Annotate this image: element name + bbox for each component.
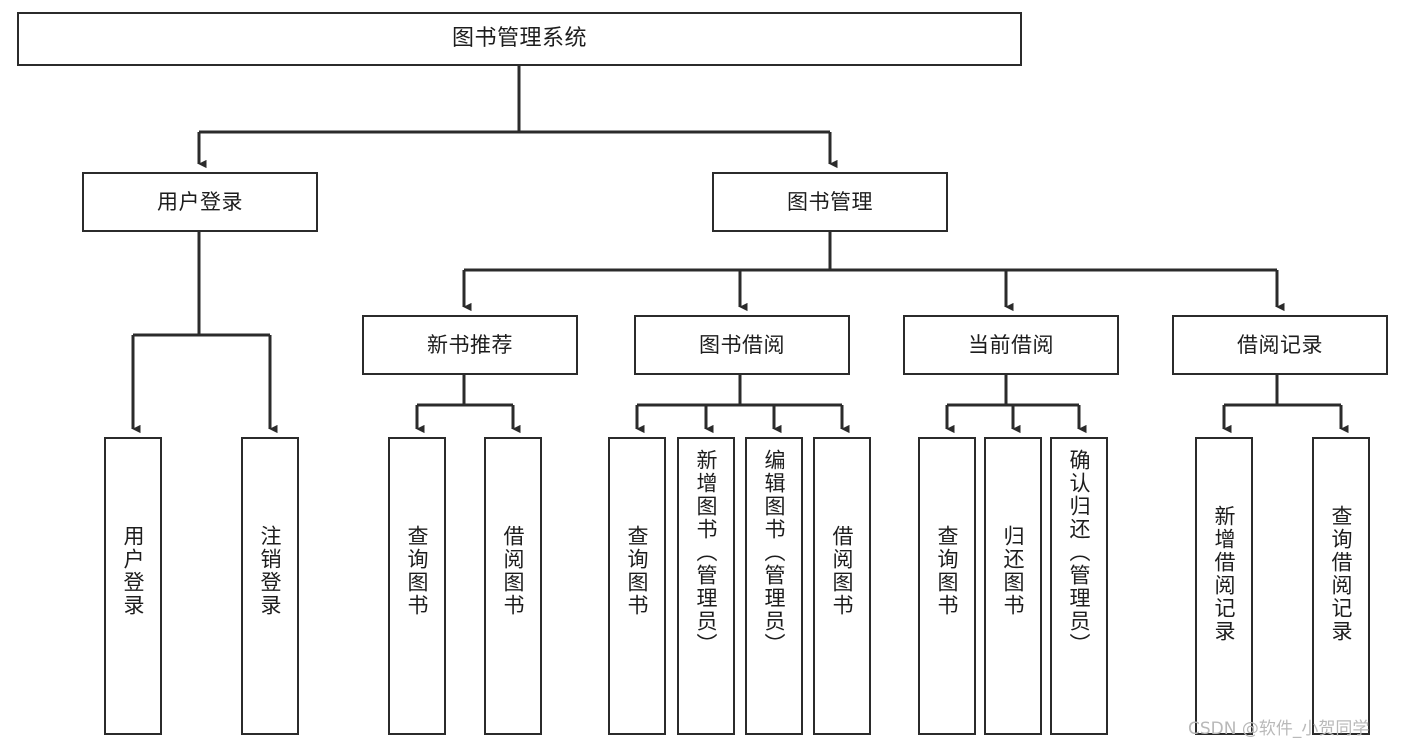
leaf-add-borrow-record[interactable]: 新增借阅记录 xyxy=(1195,437,1253,735)
node-label: 用户登录 xyxy=(121,525,146,617)
leaf-query-book-recommend[interactable]: 查询图书 xyxy=(388,437,446,735)
node-current-borrow[interactable]: 当前借阅 xyxy=(903,315,1119,375)
node-label: 新增借阅记录 xyxy=(1212,505,1237,643)
node-label: 用户登录 xyxy=(157,189,243,214)
node-label: 查询借阅记录 xyxy=(1329,505,1354,643)
node-label: 查询图书 xyxy=(625,525,650,617)
leaf-logout-login[interactable]: 注销登录 xyxy=(241,437,299,735)
node-label: 确认归还（管理员） xyxy=(1067,449,1092,656)
node-root-system[interactable]: 图书管理系统 xyxy=(17,12,1022,66)
leaf-query-borrow-record[interactable]: 查询借阅记录 xyxy=(1312,437,1370,735)
node-label: 查询图书 xyxy=(935,525,960,617)
node-label: 新增图书（管理员） xyxy=(694,449,719,656)
leaf-user-login[interactable]: 用户登录 xyxy=(104,437,162,735)
node-user-login[interactable]: 用户登录 xyxy=(82,172,318,232)
node-label: 图书管理系统 xyxy=(451,26,587,52)
node-new-book-recommend[interactable]: 新书推荐 xyxy=(362,315,578,375)
leaf-query-book-current[interactable]: 查询图书 xyxy=(918,437,976,735)
node-borrow-record[interactable]: 借阅记录 xyxy=(1172,315,1388,375)
leaf-return-book[interactable]: 归还图书 xyxy=(984,437,1042,735)
node-label: 查询图书 xyxy=(405,525,430,617)
leaf-add-book[interactable]: 新增图书（管理员） xyxy=(677,437,735,735)
node-label: 新书推荐 xyxy=(427,332,513,357)
leaf-borrow-book[interactable]: 借阅图书 xyxy=(813,437,871,735)
leaf-borrow-book-recommend[interactable]: 借阅图书 xyxy=(484,437,542,735)
node-label: 归还图书 xyxy=(1001,525,1026,617)
watermark-text: CSDN @软件_小贺同学 xyxy=(1188,719,1370,739)
node-label: 借阅图书 xyxy=(501,525,526,617)
node-label: 编辑图书（管理员） xyxy=(762,449,787,656)
leaf-edit-book[interactable]: 编辑图书（管理员） xyxy=(745,437,803,735)
node-label: 借阅记录 xyxy=(1237,332,1323,357)
node-label: 当前借阅 xyxy=(968,332,1054,357)
node-label: 图书借阅 xyxy=(699,332,785,357)
node-label: 借阅图书 xyxy=(830,525,855,617)
node-label: 图书管理 xyxy=(787,189,873,214)
node-label: 注销登录 xyxy=(258,525,283,617)
leaf-query-book-borrow[interactable]: 查询图书 xyxy=(608,437,666,735)
leaf-confirm-return[interactable]: 确认归还（管理员） xyxy=(1050,437,1108,735)
node-book-borrow[interactable]: 图书借阅 xyxy=(634,315,850,375)
node-book-manage[interactable]: 图书管理 xyxy=(712,172,948,232)
